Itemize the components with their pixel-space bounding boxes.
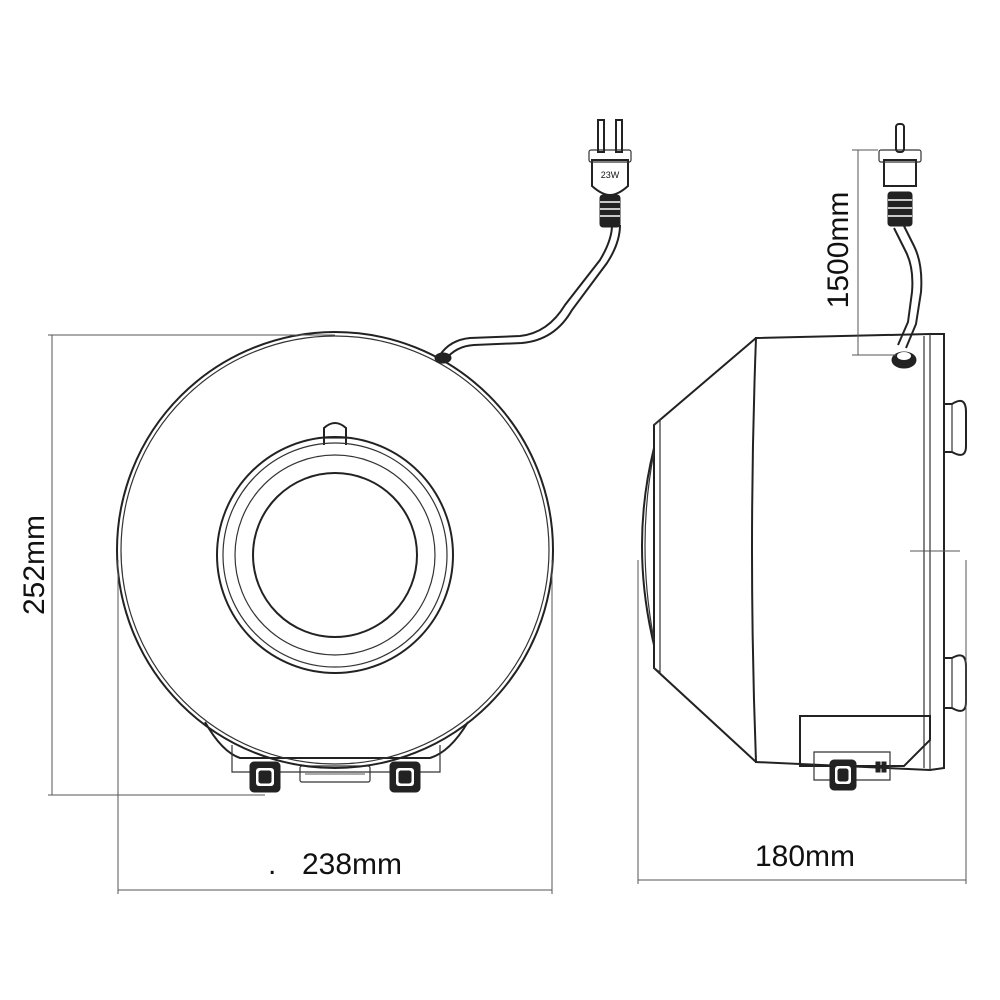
front-knob-left xyxy=(249,761,281,793)
plug-rating-label: 23W xyxy=(601,170,620,180)
side-cone xyxy=(653,337,757,763)
front-width-dimension: . 238mm xyxy=(117,560,553,894)
front-ring-middle xyxy=(234,454,436,656)
front-knob-right xyxy=(389,761,421,793)
front-outer-body xyxy=(116,331,554,769)
side-mount-upper xyxy=(944,399,967,456)
front-base-bracket xyxy=(204,721,469,759)
front-ring-inner xyxy=(252,472,418,638)
side-power-cord xyxy=(893,227,914,346)
front-view: 23W 252mm . 238mm xyxy=(18,119,632,894)
height-label: 252mm xyxy=(18,515,51,615)
side-front-dome xyxy=(641,447,655,646)
front-power-cord xyxy=(439,224,613,356)
width-prefix-mark: . xyxy=(268,848,276,881)
side-body xyxy=(751,333,945,772)
side-depth-dimension: 180mm xyxy=(637,560,967,884)
front-top-tab xyxy=(323,422,347,445)
height-dimension: 252mm xyxy=(18,334,335,796)
side-knob xyxy=(829,759,857,791)
side-mount-lower xyxy=(944,654,967,712)
side-plug xyxy=(878,123,922,227)
side-base-bracket xyxy=(799,715,931,767)
front-plug: 23W xyxy=(588,119,632,228)
side-view: 1500mm 180mm xyxy=(637,123,967,884)
front-ring-outer xyxy=(216,436,454,674)
depth-label: 180mm xyxy=(755,840,855,873)
width-label: 238mm xyxy=(302,848,402,881)
cord-label: 1500mm xyxy=(822,192,855,309)
front-display-panel xyxy=(299,765,371,783)
cord-dimension: 1500mm xyxy=(822,149,896,356)
